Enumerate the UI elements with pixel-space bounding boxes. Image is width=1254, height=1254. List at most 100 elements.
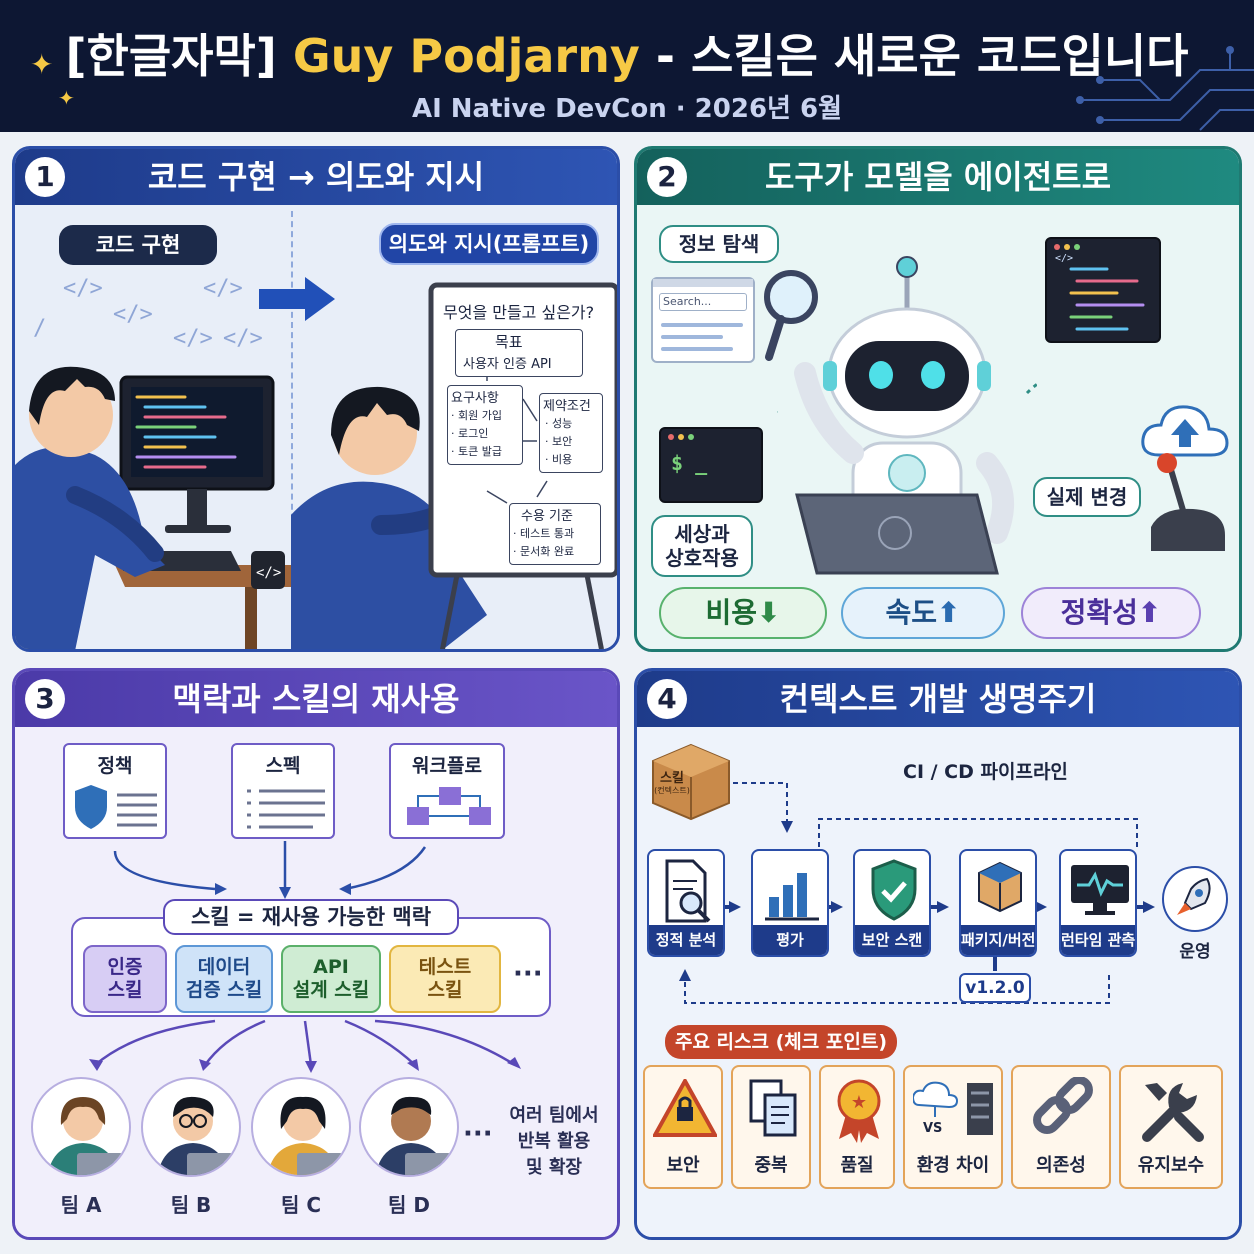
board-question: 무엇을 만들고 싶은가? (443, 303, 595, 322)
board-req-title: 요구사항 (451, 391, 499, 406)
svg-text:</>: </> (113, 302, 153, 327)
person-icon (157, 1096, 233, 1175)
pipeline-label: CI / CD 파이프라인 (903, 761, 1068, 783)
stage-label: 정적 분석 (649, 925, 723, 955)
search-input[interactable]: Search... (659, 293, 747, 311)
skill-api-design: API 설계 스킬 (281, 945, 381, 1013)
monitor-pulse-icon (1071, 865, 1129, 915)
search-results-lines (661, 323, 743, 351)
team-d-label: 팀 D (388, 1193, 430, 1217)
joystick-icon (1151, 453, 1225, 551)
stage-runtime-observation: 런타임 관측 (1059, 849, 1137, 957)
search-window: Search... (651, 277, 755, 363)
reuse-note: 여러 팀에서 반복 활용 및 확장 (509, 1105, 599, 1178)
board-con-box (539, 393, 603, 473)
header-banner: ✦ ✦ [한글자막] Guy Podjarny - 스킬은 새로운 코드입니다 … (0, 0, 1254, 132)
risk-label: 유지보수 (1137, 1155, 1205, 1176)
svg-text:</>: </> (63, 276, 103, 301)
right-label: 의도와 지시(프롬프트) (379, 223, 599, 265)
terminal-window: $ _ (659, 427, 763, 503)
metric-label: 속도 (885, 596, 938, 629)
arrow-down-icon: ⬇ (757, 596, 781, 629)
stage-static-analysis: 정적 분석 (647, 849, 725, 957)
metric-cost: 비용⬇ (659, 587, 827, 639)
box-label: 스킬 (660, 771, 684, 786)
board-goal-title: 목표 (495, 333, 523, 351)
risk-maintenance: 유지보수 (1119, 1065, 1223, 1189)
panel-number: 4 (647, 679, 687, 719)
stage-label: 보안 스캔 (855, 925, 929, 955)
box-sub-label: (컨텍스트) (654, 786, 690, 795)
board-acc-title: 수용 기준 (521, 509, 573, 524)
chain-link-icon (1033, 1077, 1093, 1134)
doc-workflow: 워크플로 (389, 743, 505, 839)
workflow-icon (407, 787, 491, 825)
doc-label: 정책 (97, 755, 133, 777)
robot-agent-illustration (777, 256, 1037, 575)
wrench-icon (1142, 1083, 1204, 1142)
left-label: 코드 구현 (59, 225, 217, 265)
team-b-label: 팀 B (170, 1193, 212, 1217)
terminal-prompt: $ _ (671, 451, 708, 475)
package-stack-icon (978, 861, 1022, 913)
shield-check-icon (871, 859, 917, 921)
team-c-avatar (251, 1077, 351, 1177)
duplicate-docs-icon (749, 1079, 797, 1137)
panel-title: 컨텍스트 개발 생명주기 (637, 671, 1239, 727)
document-search-icon (665, 859, 711, 923)
panel-context-lifecycle: 컨텍스트 개발 생명주기 4 스킬 (컨텍스트) CI / CD 파이프라인 (634, 668, 1242, 1240)
board-req-item: · 회원 가입 (451, 409, 502, 422)
person-icon (47, 1097, 123, 1175)
stage-security-scan: 보안 스캔 (853, 849, 931, 957)
team-c-label: 팀 C (280, 1193, 322, 1217)
person-icon (267, 1096, 343, 1175)
spread-arrows (89, 1019, 521, 1073)
stage-evaluation: 평가 (751, 849, 829, 957)
panel-number: 3 (25, 679, 65, 719)
final-stage-label: 운영 (1179, 942, 1211, 962)
panel-title: 도구가 모델을 에이전트로 (637, 149, 1239, 205)
svg-text:/: / (33, 316, 46, 341)
search-label: 정보 탐색 (659, 225, 779, 263)
risk-label: 환경 차이 (916, 1155, 990, 1176)
title-suffix: - 스킬은 새로운 코드입니다 (639, 29, 1189, 83)
arrow-up-icon: ⬆ (937, 596, 961, 629)
bar-chart-icon (765, 873, 819, 921)
doc-label: 워크플로 (412, 755, 482, 777)
circuit-decoration (1076, 46, 1254, 131)
world-label: 세상과 상호작용 (651, 515, 753, 577)
risk-environment-diff: VS 환경 차이 (903, 1065, 1003, 1189)
sparkle-icon: ✦ (30, 48, 54, 81)
svg-text:</>: </> (256, 565, 281, 581)
risk-label: 보안 (666, 1155, 700, 1176)
arrow-right-icon (259, 277, 335, 321)
board-con-item: · 비용 (545, 453, 573, 466)
metric-label: 비용 (705, 596, 758, 629)
stage-label: 패키지/버전 (961, 925, 1035, 955)
svg-text:</>: </> (203, 276, 243, 301)
page-title: [한글자막] Guy Podjarny - 스킬은 새로운 코드입니다 (0, 20, 1254, 86)
team-d-avatar (359, 1077, 459, 1177)
risk-label: 품질 (840, 1155, 874, 1176)
award-badge-icon: ★ (837, 1079, 881, 1143)
vs-label: VS (923, 1121, 943, 1136)
version-badge: v1.2.0 (959, 973, 1031, 1003)
risk-label: 의존성 (1036, 1155, 1086, 1176)
panel-context-reuse: 맥락과 스킬의 재사용 3 정책 스펙 워크플로 (12, 668, 620, 1240)
risk-label: 중복 (754, 1155, 788, 1176)
skill-definition: 스킬 = 재사용 가능한 맥락 (163, 899, 459, 935)
code-tag: </> (1055, 253, 1074, 264)
board-con-title: 제약조건 (543, 399, 591, 414)
converge-arrows (113, 841, 427, 899)
svg-text:</>: </> (223, 326, 263, 351)
pipeline-flow-lines (679, 782, 1155, 1004)
person-icon (375, 1096, 451, 1175)
board-con-item: · 성능 (545, 417, 573, 430)
package-box-icon (652, 743, 730, 821)
team-b-avatar (141, 1077, 241, 1177)
risk-quality: ★ 품질 (819, 1065, 895, 1189)
team-a-avatar (31, 1077, 131, 1177)
team-a-label: 팀 A (60, 1193, 102, 1217)
panel-title-text: 컨텍스트 개발 생명주기 (779, 680, 1097, 718)
panel-body: 정보 탐색 Search... </> (637, 205, 1239, 649)
